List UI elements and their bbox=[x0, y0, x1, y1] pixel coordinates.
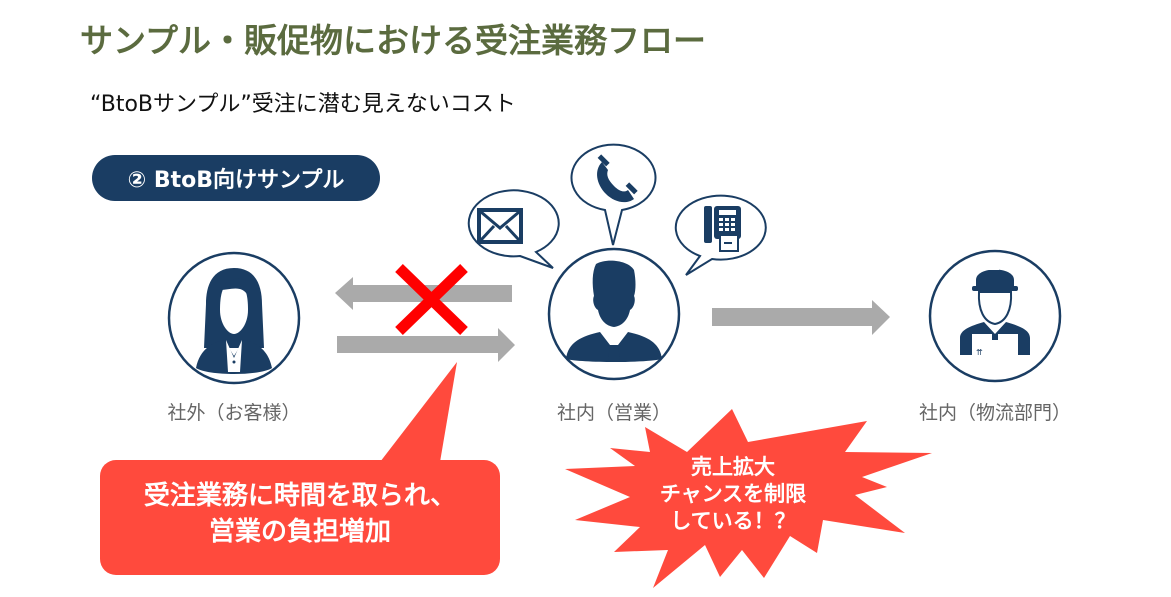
businessman-icon bbox=[566, 260, 662, 362]
svg-text:⇈: ⇈ bbox=[976, 348, 983, 357]
actor-customer-label: 社外（お客様） bbox=[167, 402, 301, 424]
burden-callout-line: 営業の負担増加 bbox=[208, 517, 391, 547]
page-subtitle: “BtoBサンプル”受注に潜む見えないコスト bbox=[90, 92, 516, 117]
arrow-sales-to-logistics bbox=[712, 300, 890, 335]
starburst-line: している！？ bbox=[670, 509, 796, 533]
starburst-line: 売上拡大 bbox=[691, 455, 775, 479]
email-bubble bbox=[467, 189, 560, 269]
cross-icon bbox=[395, 264, 468, 335]
section-badge-label: ② BtoB向けサンプル bbox=[127, 168, 345, 193]
burden-callout-text: 受注業務に時間を取られ、 営業の負担増加 bbox=[100, 478, 500, 550]
actor-logistics: ⇈ bbox=[928, 249, 1062, 383]
actor-customer bbox=[167, 251, 301, 385]
section-badge: ② BtoB向けサンプル bbox=[92, 155, 380, 201]
envelope-icon bbox=[477, 208, 523, 244]
arrow-customer-to-sales bbox=[337, 328, 515, 362]
opportunity-starburst-text: 売上拡大 チャンスを制限 している！？ bbox=[648, 454, 818, 535]
actor-sales bbox=[547, 247, 681, 381]
actor-logistics-label: 社内（物流部門） bbox=[918, 402, 1072, 424]
opportunity-starburst bbox=[565, 409, 932, 588]
starburst-line: チャンスを制限 bbox=[659, 482, 807, 506]
fax-icon bbox=[704, 206, 741, 252]
businesswoman-icon bbox=[196, 268, 272, 374]
burden-callout-line: 受注業務に時間を取られ、 bbox=[143, 481, 457, 511]
page-title: サンプル・販促物における受注業務フロー bbox=[80, 21, 707, 60]
actor-sales-label: 社内（営業） bbox=[556, 402, 672, 424]
burden-callout bbox=[100, 362, 500, 575]
phone-bubble bbox=[570, 143, 657, 246]
delivery-worker-icon: ⇈ bbox=[960, 267, 1030, 358]
phone-icon bbox=[597, 154, 638, 203]
fax-bubble bbox=[674, 194, 767, 276]
